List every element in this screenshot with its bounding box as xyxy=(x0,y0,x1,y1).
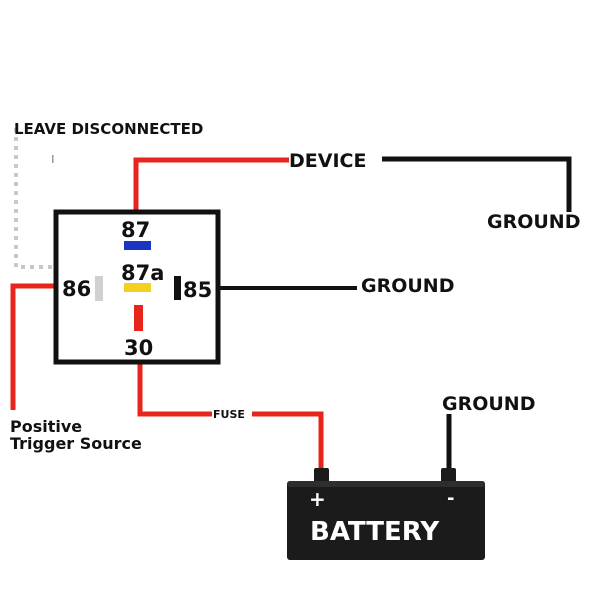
battery-label: BATTERY xyxy=(310,517,440,547)
pin-85-label: 85 xyxy=(183,278,212,302)
device-label: DEVICE xyxy=(289,150,366,172)
ground-top-label: GROUND xyxy=(487,211,580,233)
battery-plus-label: + xyxy=(309,487,326,511)
pin-87a-marker xyxy=(124,283,151,292)
wire-86-positive-trigger xyxy=(10,283,56,410)
positive-trigger-label-line1: Positive xyxy=(10,417,82,436)
pin-87-marker xyxy=(124,241,151,250)
wire-30-to-battery-positive xyxy=(137,362,324,468)
ground-battery-label: GROUND xyxy=(442,393,535,415)
pin-30-label: 30 xyxy=(124,336,153,360)
battery-minus-label: - xyxy=(447,488,454,509)
battery-top-edge xyxy=(287,481,485,487)
battery-body xyxy=(287,481,485,560)
pin-87a-label: 87a xyxy=(121,261,164,285)
pin-85-marker xyxy=(174,276,181,300)
ground-mid-label: GROUND xyxy=(361,275,454,297)
pin-87-label: 87 xyxy=(121,218,150,242)
battery-negative-terminal xyxy=(441,468,456,484)
wire-87-to-device xyxy=(133,157,289,212)
leave-disconnected-label: LEAVE DISCONNECTED xyxy=(14,120,203,138)
tick-mark xyxy=(52,155,54,163)
battery-positive-terminal xyxy=(314,468,329,484)
pin-30-marker xyxy=(134,305,143,331)
wire-device-to-ground xyxy=(382,156,572,212)
pin-86-marker xyxy=(95,276,103,301)
positive-trigger-label-line2: Trigger Source xyxy=(10,434,142,453)
pin-86-label: 86 xyxy=(62,277,91,301)
fuse-label: FUSE xyxy=(213,408,245,421)
